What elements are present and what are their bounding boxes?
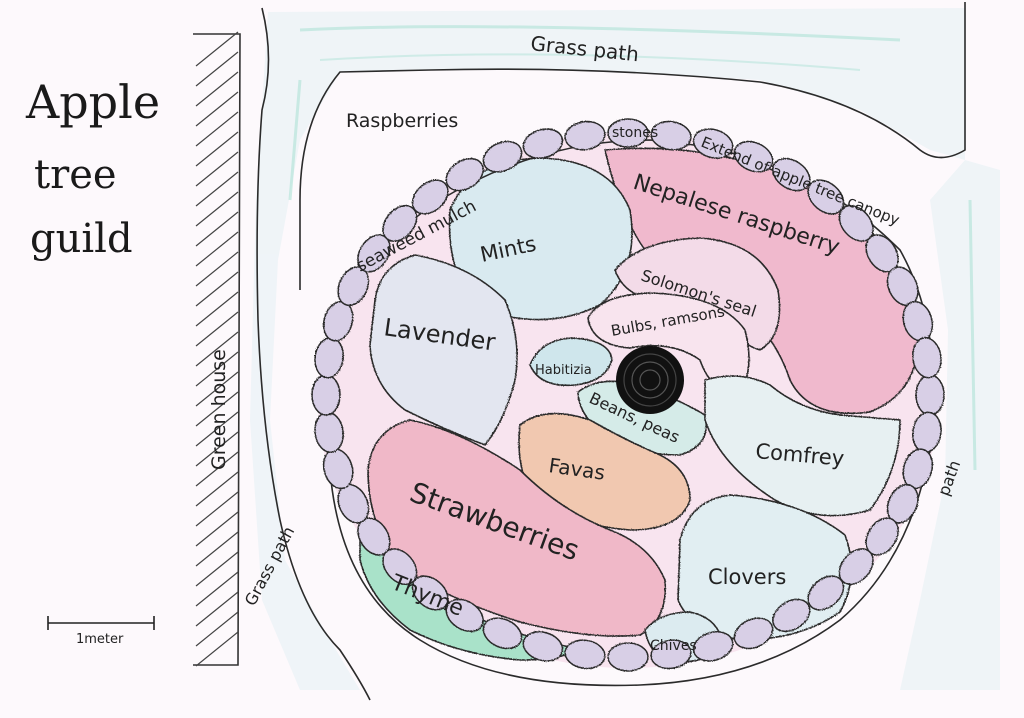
scale-bar: [47, 616, 155, 630]
stone: [912, 337, 942, 379]
stone: [445, 157, 484, 192]
hatch-line: [195, 371, 239, 407]
label-raspberries: Raspberries: [346, 110, 458, 132]
stone: [692, 128, 734, 159]
stone: [411, 179, 449, 215]
stone: [915, 374, 945, 416]
stone: [607, 642, 649, 672]
hatch-line: [195, 271, 239, 307]
stone: [650, 120, 692, 151]
hatch-line: [195, 131, 239, 167]
hatch-line: [195, 351, 239, 387]
hatch-line: [195, 451, 239, 487]
hatch-line: [195, 171, 239, 207]
hatch-line: [195, 571, 239, 607]
label-chives: Chives: [650, 638, 697, 654]
stone: [482, 617, 523, 650]
stone: [482, 140, 523, 173]
stone: [650, 639, 692, 670]
stone-ring: [311, 118, 945, 672]
hatch-line: [195, 211, 239, 247]
label-scale: 1meter: [76, 632, 124, 647]
hatch-line: [195, 411, 239, 447]
hatch-line: [195, 391, 239, 427]
stone: [772, 598, 811, 633]
stone: [311, 374, 341, 416]
green-house-hatching: [195, 31, 239, 667]
stone: [807, 575, 845, 611]
stone: [607, 118, 649, 148]
label-stones: stones: [612, 125, 658, 141]
hatch-line: [195, 191, 239, 227]
stone: [733, 617, 774, 650]
hatch-line: [195, 551, 239, 587]
hatch-line: [195, 31, 239, 67]
stone: [522, 631, 564, 662]
hatch-line: [195, 471, 239, 507]
hatch-line: [195, 631, 239, 667]
hatch-line: [195, 511, 239, 547]
label-clovers: Clovers: [708, 565, 786, 589]
hatch-line: [195, 71, 239, 107]
hatch-line: [195, 531, 239, 567]
hatch-line: [195, 291, 239, 327]
stone: [733, 140, 774, 173]
hatch-line: [195, 331, 239, 367]
bed-habitizia: [529, 337, 613, 387]
stone: [564, 120, 606, 151]
stone: [382, 204, 418, 242]
apple-tree-trunk: [616, 346, 684, 414]
hatch-line: [195, 311, 239, 347]
stone: [772, 157, 811, 192]
grass-shading: [250, 8, 1000, 690]
bed-comfrey: [704, 375, 901, 517]
title-line-3: guild: [30, 216, 133, 262]
hatch-line: [195, 591, 239, 627]
green-house: [193, 31, 241, 667]
hatch-line: [195, 151, 239, 187]
stone: [522, 128, 564, 159]
hatch-line: [195, 431, 239, 467]
field-outline: [256, 2, 966, 701]
bed-lavender: [369, 254, 518, 446]
label-green-house: Green house: [208, 349, 230, 470]
stone: [692, 631, 734, 662]
hatch-line: [195, 251, 239, 287]
stone: [445, 598, 484, 633]
stone: [564, 639, 606, 670]
hatch-line: [195, 611, 239, 647]
hatch-line: [195, 491, 239, 527]
label-habitizia: Habitizia: [535, 363, 592, 378]
hatch-line: [195, 111, 239, 147]
stone: [838, 548, 874, 586]
title-line-1: Apple: [25, 75, 160, 129]
hatch-line: [195, 91, 239, 127]
title-line-2: tree: [34, 152, 117, 198]
hatch-line: [195, 231, 239, 267]
hatch-line: [195, 51, 239, 87]
